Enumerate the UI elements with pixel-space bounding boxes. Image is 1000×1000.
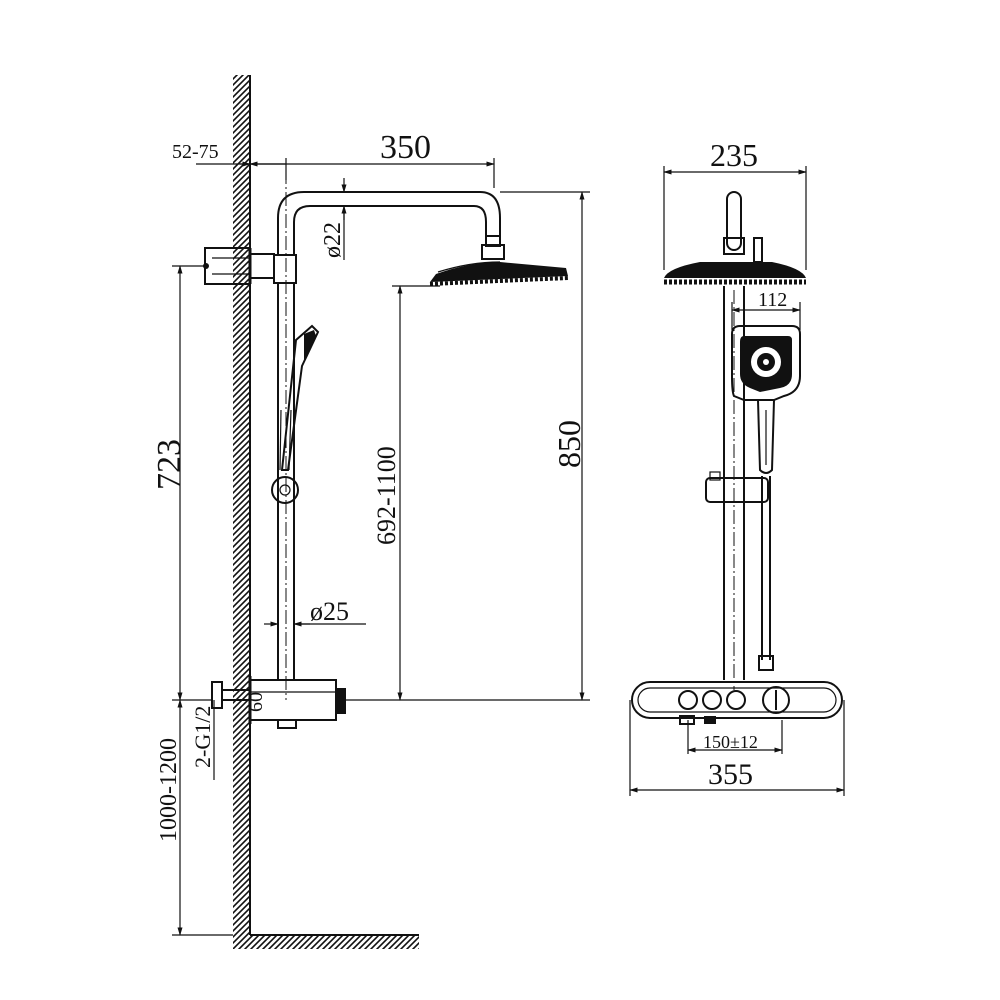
handset-width-label: 112 [758, 289, 787, 311]
dim-showerhead-height: 692-1100 [372, 285, 440, 701]
dim-wall-distance: 52-75 [172, 141, 286, 167]
front-view: 235 112 150±12 355 [629, 137, 845, 796]
rail-diameter-label: ø25 [310, 597, 349, 626]
dim-arm-reach: 350 [249, 129, 495, 188]
shower-arm [277, 191, 501, 255]
inlet-spacing-label: 150±12 [703, 732, 758, 752]
hand-shower-side [271, 324, 320, 504]
side-view: 52-75 350 ø22 723 692-1100 [151, 75, 590, 949]
overall-height-label: 850 [551, 420, 587, 468]
valve-width-label: 355 [708, 758, 753, 791]
showerhead-height-label: 692-1100 [372, 446, 401, 545]
mount-height-label: 1000-1200 [156, 738, 182, 842]
dim-inlet-thread: 2-G1/2 [190, 700, 215, 780]
arm-reach-label: 350 [380, 129, 431, 166]
dim-rail-diameter: ø25 [264, 597, 366, 627]
dim-mount-height: 1000-1200 [156, 699, 233, 936]
inlet-thread-label: 2-G1/2 [190, 706, 215, 768]
arm-diameter-label: ø22 [320, 222, 346, 258]
overhead-showerhead-side [429, 235, 569, 286]
dim-bracket-height: 723 [151, 265, 212, 701]
dim-valve-width: 355 [629, 700, 845, 796]
thermostat-shelf [631, 681, 843, 725]
wall-bracket [203, 247, 297, 285]
slider-holder [705, 471, 769, 503]
dim-inlet-spacing: 150±12 [687, 720, 783, 754]
dim-head-width: 235 [663, 137, 807, 270]
head-width-label: 235 [710, 137, 758, 173]
mixer-valve-side [211, 676, 346, 729]
dim-overall-height: 850 [346, 191, 590, 701]
hand-shower-front [731, 325, 801, 671]
dim-handset-width: 112 [731, 289, 801, 330]
bracket-height-label: 723 [151, 439, 188, 490]
dim-valve-depth: 60 [245, 692, 267, 712]
dim-arm-diameter: ø22 [320, 178, 347, 260]
wall [233, 75, 419, 949]
overhead-showerhead-front [664, 191, 806, 285]
wall-distance-label: 52-75 [172, 141, 219, 163]
valve-depth-label: 60 [245, 692, 267, 712]
